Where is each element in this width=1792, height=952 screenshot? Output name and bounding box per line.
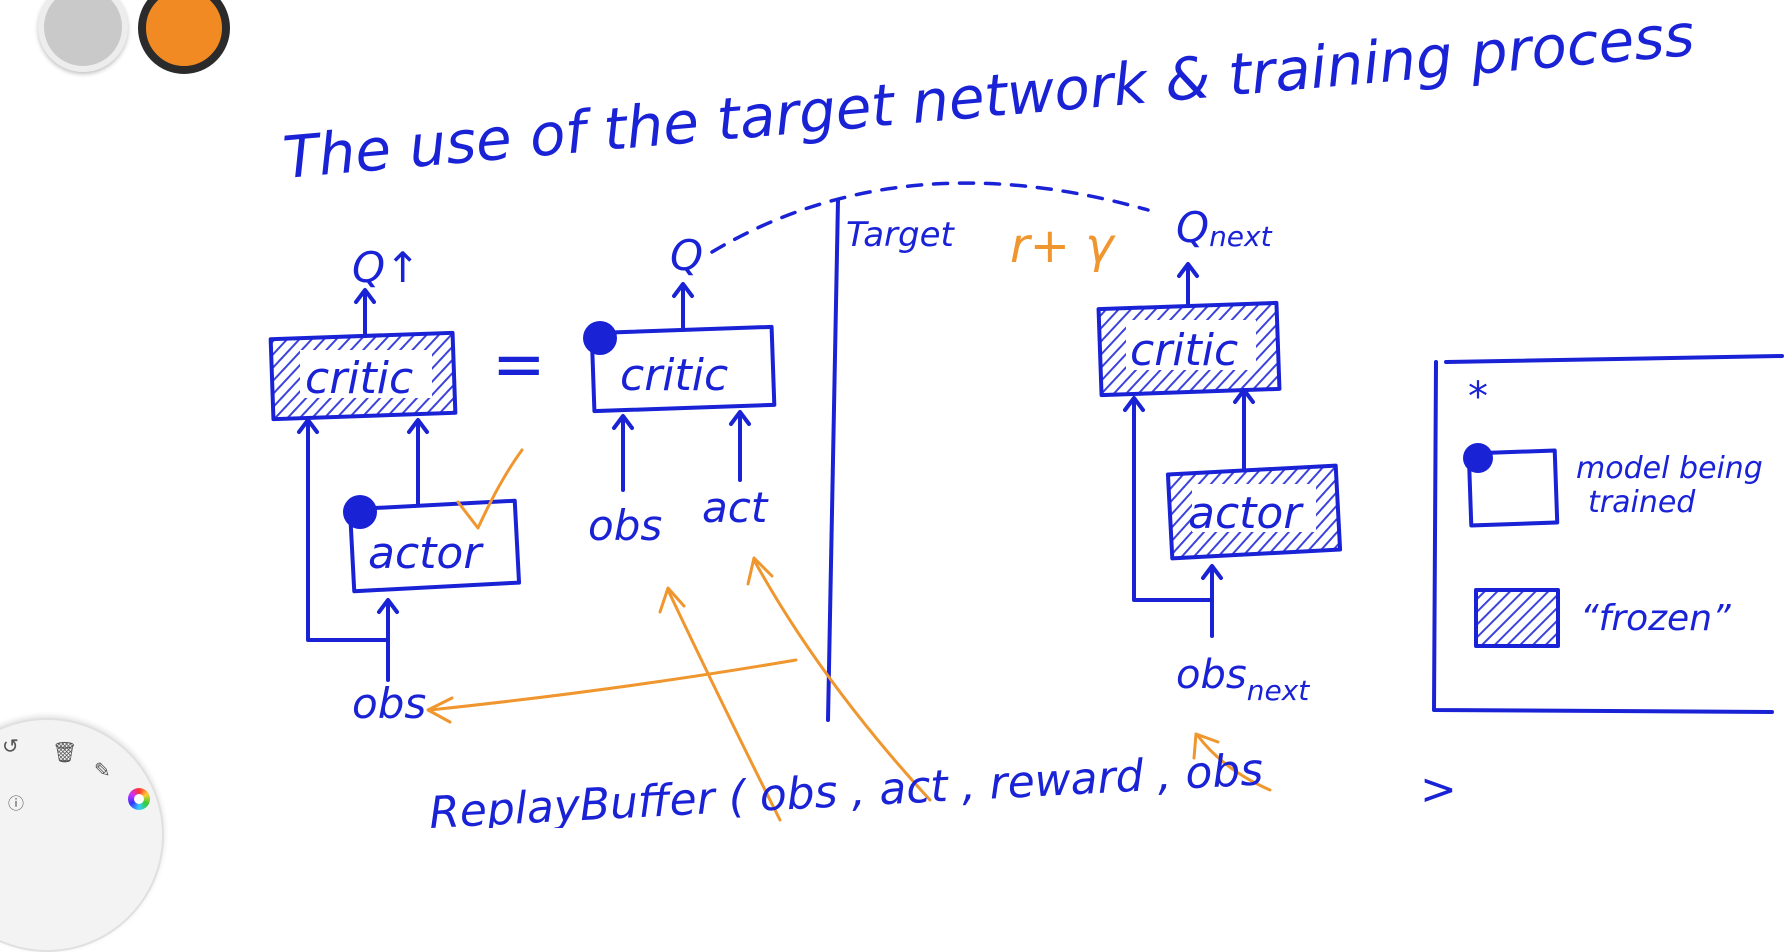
q-up-label: Q↑ [352, 243, 420, 292]
legend-trained-line2: trained [1588, 485, 1696, 520]
critic-frozen-right: critic [1096, 300, 1282, 398]
target-link-dashed [710, 181, 1150, 254]
obs-label-middle: obs [588, 501, 662, 550]
actor-label: actor [368, 528, 484, 579]
actor-frozen-right: actor [1165, 463, 1343, 561]
critic-label: critic [620, 350, 728, 401]
annotation-arrow [746, 556, 932, 802]
equals-sign: = [492, 328, 546, 402]
annotation-arrow [1192, 732, 1272, 792]
annotation-arrow [426, 658, 798, 724]
legend-trained-swatch [1466, 448, 1560, 528]
legend-frozen-label: “frozen” [1580, 598, 1731, 639]
legend-trained-line1: model being [1576, 451, 1763, 486]
replay-buffer-close: > [1420, 764, 1457, 815]
trash-icon[interactable]: 🗑 [52, 740, 78, 764]
reward-gamma-formula: r+ γ [1010, 218, 1116, 274]
actor-label: actor [1188, 488, 1304, 539]
whiteboard-canvas[interactable]: The use of the target network & training… [0, 0, 1792, 828]
color-wheel-icon[interactable] [128, 788, 150, 810]
target-label: Target [846, 215, 956, 255]
target-divider [826, 198, 840, 722]
obs-label-left: obs [352, 679, 426, 728]
legend-frozen-swatch [1476, 590, 1558, 646]
q-label: Q [670, 231, 703, 280]
annotation-arrow [658, 586, 782, 822]
trained-marker [343, 495, 377, 529]
critic-label: critic [305, 353, 413, 404]
actor-trained-left: actor [343, 495, 522, 594]
info-icon[interactable]: ⓘ [8, 794, 25, 813]
obs-next-label: obsnext [1176, 652, 1310, 707]
legend-star: * [1468, 374, 1488, 420]
trained-marker [1463, 443, 1493, 473]
undo-icon[interactable]: ↺ [2, 734, 19, 758]
check-mark-annotation [456, 448, 524, 530]
qnext-label: Qnext [1176, 203, 1273, 253]
brush-icon[interactable]: ✎ [94, 758, 111, 782]
gray-circle-button[interactable] [38, 0, 128, 72]
record-button[interactable] [138, 0, 230, 74]
replay-buffer-label: ReplayBuffer ( obs , act , reward , obs [428, 744, 1264, 828]
critic-trained-middle: critic [583, 321, 777, 414]
legend-box: * model being trained “frozen” [1432, 354, 1784, 714]
page-title: The use of the target network & training… [280, 1, 1697, 192]
critic-frozen-left: critic [268, 330, 458, 422]
critic-label: critic [1130, 325, 1238, 376]
act-label: act [702, 483, 769, 532]
trained-marker [583, 321, 617, 355]
